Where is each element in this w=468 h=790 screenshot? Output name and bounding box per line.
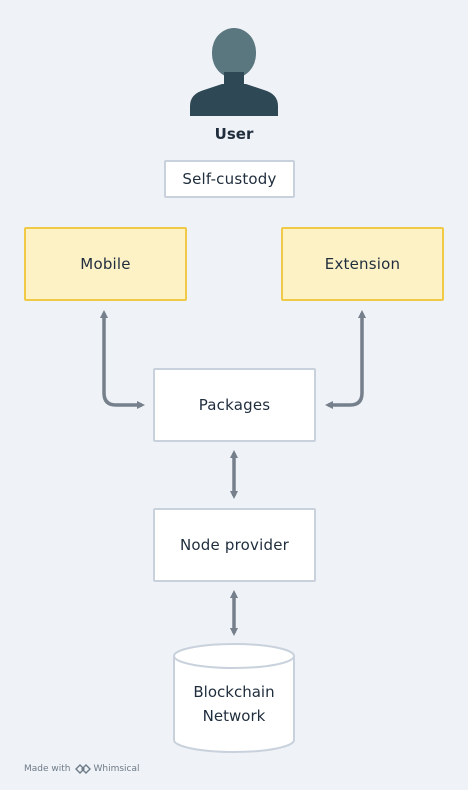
whimsical-text: Whimsical [93, 764, 140, 774]
made-with-text: Made with [24, 764, 71, 774]
self-custody-box: Self-custody [164, 160, 295, 198]
connector-mobile-packages [100, 310, 145, 409]
connector-extension-packages [325, 310, 366, 409]
mobile-box: Mobile [24, 227, 187, 301]
self-custody-label: Self-custody [182, 170, 277, 188]
packages-label: Packages [198, 396, 271, 414]
node-provider-label: Node provider [179, 536, 289, 554]
extension-label: Extension [324, 255, 401, 273]
blockchain-label: Blockchain Network [193, 683, 275, 725]
packages-box: Packages [153, 368, 316, 442]
user-label: User [214, 125, 254, 143]
node-provider-box: Node provider [153, 508, 316, 582]
mobile-label: Mobile [80, 255, 131, 273]
whimsical-brand[interactable]: Whimsical [74, 764, 140, 774]
blockchain-database-shape [173, 643, 295, 753]
whimsical-logo-icon [74, 764, 91, 774]
footer: Made with Whimsical [24, 764, 140, 774]
user-avatar-icon [190, 28, 278, 116]
extension-box: Extension [281, 227, 444, 301]
